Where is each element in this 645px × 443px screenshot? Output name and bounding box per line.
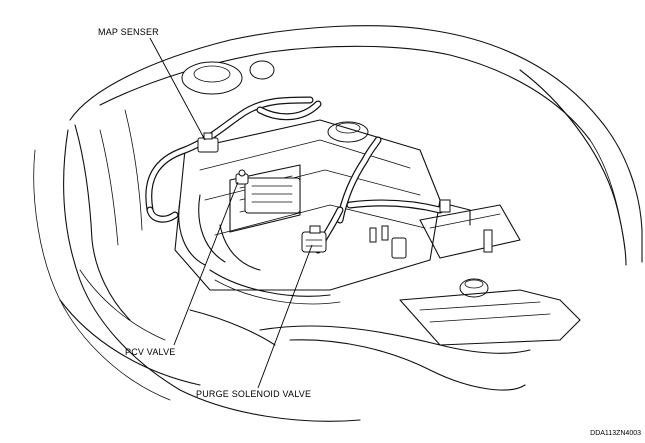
purge-solenoid-valve-label: PURGE SOLENOID VALVE (196, 389, 312, 399)
hood-outline (33, 25, 643, 422)
lower-front (189, 289, 581, 391)
map-sensor (197, 132, 219, 153)
pcv-valve-label: PCV VALVE (125, 347, 176, 357)
figure-code: DDA113ZN4003 (590, 430, 641, 437)
map-sensor-label: MAP SENSER (98, 27, 159, 37)
left-fender (59, 109, 201, 386)
right-components (369, 199, 521, 259)
strut-towers (181, 60, 489, 298)
pcv-valve-part (235, 169, 249, 185)
engine-block (174, 119, 441, 291)
leader-lines (149, 37, 313, 389)
purge-solenoid-part (301, 225, 327, 253)
vacuum-hoses (145, 96, 444, 254)
intake-runners (178, 194, 341, 305)
